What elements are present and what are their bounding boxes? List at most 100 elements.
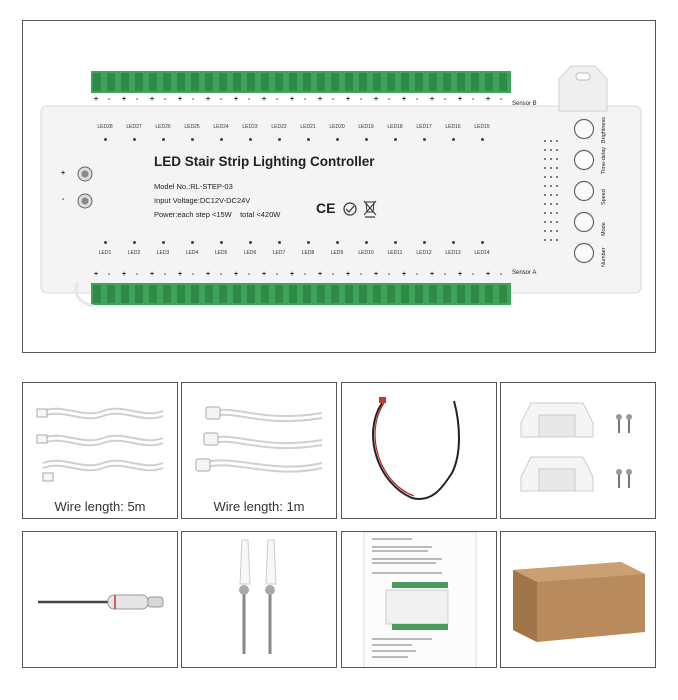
terminal-screw bbox=[219, 73, 227, 91]
terminal-screw bbox=[401, 73, 409, 91]
terminal-screw bbox=[485, 73, 493, 91]
sensor-b-label: Sensor B bbox=[512, 101, 537, 107]
polarity-label: + bbox=[206, 271, 211, 278]
mounting-ear bbox=[558, 65, 608, 112]
polarity-label: - bbox=[164, 271, 167, 278]
polarity-label: - bbox=[164, 96, 167, 103]
polarity-label: - bbox=[444, 271, 447, 278]
led-label: LED15 bbox=[474, 124, 490, 130]
vent-hole bbox=[550, 158, 552, 160]
led-indicator bbox=[104, 138, 107, 141]
vent-hole bbox=[544, 239, 546, 241]
terminal-screw bbox=[205, 285, 213, 303]
terminal-screw bbox=[303, 285, 311, 303]
led-indicator bbox=[307, 138, 310, 141]
terminal-screw bbox=[471, 73, 479, 91]
controller-title: LED Stair Strip Lighting Controller bbox=[154, 154, 375, 169]
vent-hole bbox=[550, 185, 552, 187]
polarity-label: + bbox=[402, 271, 407, 278]
button-label: Brightness bbox=[601, 117, 607, 143]
polarity-label: + bbox=[486, 271, 491, 278]
polarity-label: + bbox=[94, 96, 99, 103]
vent-hole bbox=[544, 149, 546, 151]
power-rating: Power:each step <15W total <420W bbox=[154, 210, 281, 219]
terminal-screw bbox=[303, 73, 311, 91]
button-label: Number bbox=[601, 247, 607, 267]
terminal-screw bbox=[177, 285, 185, 303]
led-label: LED2 bbox=[127, 250, 141, 256]
polarity-label: + bbox=[206, 96, 211, 103]
polarity-label: - bbox=[136, 96, 139, 103]
terminal-screw bbox=[485, 285, 493, 303]
led-label: LED28 bbox=[97, 124, 113, 130]
vent-hole bbox=[556, 140, 558, 142]
polarity-label: + bbox=[458, 271, 463, 278]
led-indicator bbox=[191, 241, 194, 244]
led-indicator bbox=[162, 138, 165, 141]
terminal-screw bbox=[163, 285, 171, 303]
polarity-label: + bbox=[346, 271, 351, 278]
led-label: LED13 bbox=[445, 250, 461, 256]
vent-hole bbox=[550, 212, 552, 214]
accessory-sensor-cable-1m: Wire length: 1m bbox=[181, 382, 337, 519]
terminal-screw bbox=[331, 285, 339, 303]
led-label: LED23 bbox=[242, 124, 258, 130]
polarity-label: + bbox=[346, 96, 351, 103]
terminal-screw bbox=[471, 285, 479, 303]
accessory-power-lead bbox=[341, 382, 497, 519]
led-label: LED22 bbox=[271, 124, 287, 130]
led-indicator bbox=[452, 241, 455, 244]
polarity-label: + bbox=[234, 96, 239, 103]
terminal-screw bbox=[415, 285, 423, 303]
led-label: LED14 bbox=[474, 250, 490, 256]
model-number: Model No.:RL-STEP-03 bbox=[154, 182, 233, 191]
terminal-screw bbox=[457, 73, 465, 91]
led-label: LED17 bbox=[416, 124, 432, 130]
led-label: LED9 bbox=[330, 250, 344, 256]
led-indicator bbox=[336, 138, 339, 141]
wire-5m-caption: Wire length: 5m bbox=[54, 499, 146, 514]
led-indicator bbox=[394, 241, 397, 244]
terminal-screw bbox=[457, 285, 465, 303]
polarity-label: - bbox=[360, 96, 363, 103]
polarity-label: - bbox=[444, 96, 447, 103]
led-indicator bbox=[104, 241, 107, 244]
power-plus-label: + bbox=[61, 170, 66, 177]
led-indicator bbox=[162, 241, 165, 244]
led-label: LED27 bbox=[126, 124, 142, 130]
terminal-screw bbox=[261, 285, 269, 303]
certification-icon bbox=[343, 202, 357, 216]
terminal-screw bbox=[359, 285, 367, 303]
led-indicator bbox=[133, 241, 136, 244]
terminal-screw bbox=[275, 73, 283, 91]
terminal-screw bbox=[429, 285, 437, 303]
vent-hole bbox=[556, 176, 558, 178]
terminal-screw bbox=[387, 285, 395, 303]
vent-hole bbox=[556, 149, 558, 151]
led-label: LED19 bbox=[358, 124, 374, 130]
polarity-label: + bbox=[122, 271, 127, 278]
controller-illustration bbox=[40, 65, 642, 308]
polarity-label: - bbox=[472, 96, 475, 103]
vent-hole bbox=[556, 167, 558, 169]
terminal-screw bbox=[373, 73, 381, 91]
polarity-label: + bbox=[374, 96, 379, 103]
led-label: LED8 bbox=[301, 250, 315, 256]
terminal-screw bbox=[345, 285, 353, 303]
accessory-screwdriver bbox=[22, 531, 178, 668]
vent-hole bbox=[550, 221, 552, 223]
vent-hole bbox=[556, 158, 558, 160]
led-indicator bbox=[336, 241, 339, 244]
led-label: LED6 bbox=[243, 250, 257, 256]
terminal-screw bbox=[247, 285, 255, 303]
led-label: LED11 bbox=[387, 250, 403, 256]
led-label: LED25 bbox=[184, 124, 200, 130]
control-button bbox=[573, 242, 595, 264]
polarity-label: - bbox=[192, 96, 195, 103]
vent-hole bbox=[550, 149, 552, 151]
led-indicator bbox=[133, 138, 136, 141]
led-indicator bbox=[365, 241, 368, 244]
terminal-screw bbox=[499, 73, 507, 91]
led-label: LED3 bbox=[156, 250, 170, 256]
terminal-screw bbox=[191, 285, 199, 303]
